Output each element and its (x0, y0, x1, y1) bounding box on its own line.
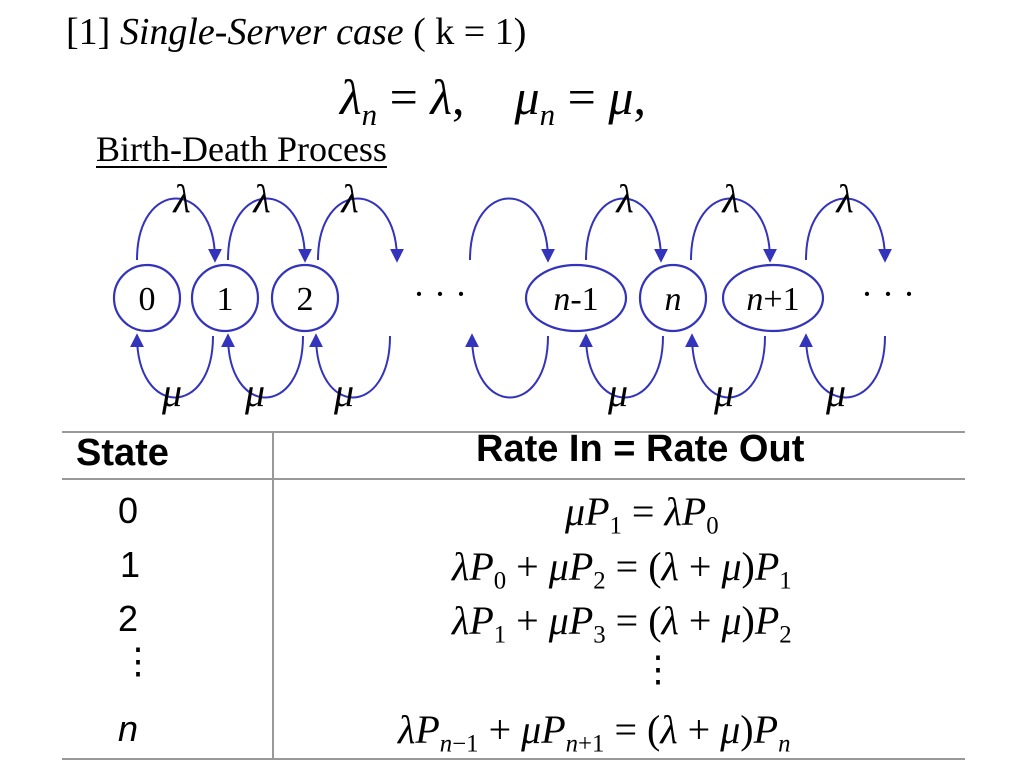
state-cell-2: 2 (118, 598, 139, 639)
state-label-0: 0 (139, 281, 156, 318)
service-rate-label-1: μ (244, 370, 265, 415)
state-label-2: 2 (297, 281, 314, 318)
equation-row-1: λP0 + μP2 = (λ + μ)P1 (452, 544, 792, 595)
arrival-arrow-2 (317, 197, 404, 263)
state-node-4 (638, 263, 708, 333)
equation-row-n: λPn−1 + μPn+1 = (λ + μ)Pn (398, 707, 791, 758)
heading-title: Single-Server case (119, 11, 404, 53)
arrival-rate-label-2: λ (340, 176, 358, 221)
service-rate-label-4: μ (713, 370, 734, 415)
heading-number: [1] (66, 11, 111, 53)
arrival-arrow-0 (136, 197, 222, 263)
state-cell-n: n (118, 708, 139, 749)
equation-row-0: μP1 = λP0 (565, 489, 719, 540)
state-label-4: n (665, 281, 682, 318)
state-node-2 (270, 263, 340, 333)
arrival-rate-label-5: λ (835, 176, 853, 221)
header-rate: Rate In = Rate Out (476, 428, 805, 470)
ellipsis-middle: · · · (413, 274, 467, 314)
state-label-3: n-1 (553, 281, 598, 318)
service-arrow-6 (799, 333, 886, 399)
arrival-arrow-3 (469, 197, 555, 263)
arrival-arrow-1 (227, 197, 312, 263)
birth-death-diagram: 0 1 2 n-1 n n+1 λ λ λ λ λ λ μ μ μ μ μ μ · · · · · · (112, 176, 915, 415)
arrival-rate-label-1: λ (252, 176, 270, 221)
ellipsis-end: · · · (861, 274, 915, 314)
process-subtitle: Birth-Death Process (96, 129, 387, 169)
state-cell-1: 1 (120, 544, 141, 585)
slide-heading: [1] Single-Server case ( k = 1) (66, 10, 526, 54)
service-arrow-2 (309, 333, 391, 399)
header-state: State (76, 432, 169, 474)
state-node-3 (524, 263, 628, 333)
state-label-5: n+1 (746, 281, 799, 318)
arrival-rate-label-4: λ (721, 176, 739, 221)
service-arrow-4 (579, 333, 664, 399)
arrival-arrow-5 (690, 197, 777, 263)
state-node-5 (721, 263, 825, 333)
table-bottom-rule (62, 758, 965, 760)
state-node-1 (190, 263, 260, 333)
service-rate-label-3: μ (607, 370, 628, 415)
service-rate-label-5: μ (825, 370, 846, 415)
table-top-rule (62, 431, 965, 433)
table-column-divider (272, 432, 274, 758)
equation-cell-ellipsis: ⋮ (640, 649, 676, 689)
state-label-1: 1 (217, 281, 234, 318)
state-cell-0: 0 (118, 490, 139, 531)
service-arrow-1 (221, 333, 304, 399)
rate-formula: λn = λ, μn = μ, (340, 69, 646, 132)
service-arrow-5 (685, 333, 766, 399)
arrival-rate-label-0: λ (172, 176, 190, 221)
service-rate-label-0: μ (161, 370, 182, 415)
arrival-rate-label-3: λ (615, 176, 633, 221)
state-node-0 (112, 263, 182, 333)
state-cell-ellipsis: ⋮ (120, 641, 156, 681)
arrival-arrow-6 (805, 197, 892, 263)
arrival-arrow-4 (585, 197, 668, 263)
service-arrow-3 (465, 333, 549, 399)
service-arrow-0 (130, 333, 214, 399)
heading-condition: ( k = 1) (413, 11, 527, 53)
table-header-rule (62, 478, 965, 480)
equation-row-2: λP1 + μP3 = (λ + μ)P2 (452, 598, 792, 649)
service-rate-label-2: μ (333, 370, 354, 415)
